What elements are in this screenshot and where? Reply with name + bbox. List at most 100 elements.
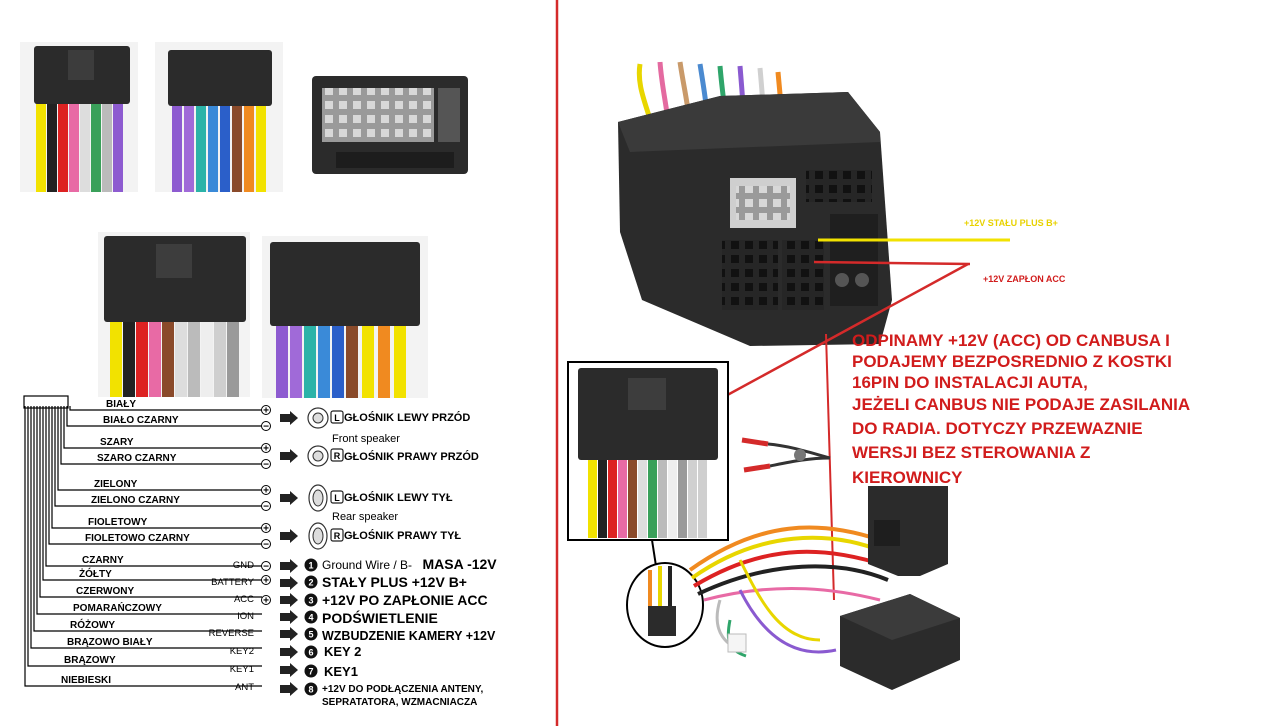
function-8-line-1: +12V DO PODŁĄCZENIA ANTENY, <box>322 684 483 695</box>
wire-label-6: ZIELONO CZARNY <box>91 495 180 506</box>
number-badge-label-7: 7 <box>308 667 313 677</box>
wire-line-13 <box>33 406 262 632</box>
function-8-line-2: SEPRATATORA, WZMACNIACZA <box>322 697 477 708</box>
number-badge-label-2: 2 <box>308 578 313 588</box>
arrow-icon <box>280 529 298 543</box>
pointer-line-to-canbus <box>825 333 835 601</box>
number-badge-7 <box>304 664 318 678</box>
pliers-icon <box>741 437 831 473</box>
polarity-sign-4 <box>261 459 271 469</box>
wire-line-16 <box>24 406 262 687</box>
note-line-4: JEŻELI CANBUS NIE PODAJE ZASILANIA <box>852 395 1190 414</box>
polarity-glyph-3: + <box>263 444 269 455</box>
pin-code-3: ACC <box>234 594 254 605</box>
connector-photo-5 <box>262 236 428 398</box>
polarity-sign-10 <box>261 575 271 585</box>
arrow-icon <box>280 411 298 425</box>
channel-badge <box>330 490 344 504</box>
connector-photo-2 <box>155 42 283 192</box>
note-line-1: ODPINAMY +12V (ACC) OD CANBUSA I <box>852 331 1170 350</box>
function-7-label: KEY1 <box>324 664 358 679</box>
wire-label-2: BIAŁO CZARNY <box>103 415 179 426</box>
wire-label-1: BIAŁY <box>106 399 136 410</box>
wire-line-10 <box>42 406 262 581</box>
wire-label-14: BRĄZOWO BIAŁY <box>67 637 153 648</box>
wire-bundle <box>276 316 406 398</box>
number-badge-label-4: 4 <box>308 613 313 623</box>
connector-body <box>578 368 718 460</box>
channel-letter: L <box>334 413 340 423</box>
polarity-glyph-8: − <box>263 540 269 551</box>
note-line-3: 16PIN DO INSTALACJI AUTA, <box>852 373 1088 392</box>
wire-label-12: POMARAŃCZOWY <box>73 601 162 614</box>
connector-photo-4 <box>98 232 250 397</box>
polarity-glyph-9: − <box>263 562 269 573</box>
arrow-icon <box>280 645 298 659</box>
channel-letter: R <box>334 451 341 461</box>
wire-line-11 <box>39 406 262 598</box>
number-badge-4 <box>304 610 318 624</box>
function-4-label: PODŚWIETLENIE <box>322 609 438 626</box>
b-plus-label: +12V STAŁU PLUS B+ <box>964 218 1058 228</box>
canbus-plug <box>868 486 948 576</box>
note-line-5: DO RADIA. DOTYCZY PRZEWAZNIE <box>852 419 1143 438</box>
wire-line-1 <box>69 406 265 411</box>
wire-line-14 <box>30 406 262 649</box>
channel-letter: R <box>334 531 341 541</box>
wire-line-8 <box>48 406 265 545</box>
polarity-sign-5 <box>261 485 271 495</box>
channel-badge <box>330 528 344 542</box>
function-1-label: Ground Wire / B- MASA -12V <box>322 556 497 573</box>
wire-line-3 <box>63 406 265 449</box>
pin-code-2: BATTERY <box>211 577 255 588</box>
speaker-rear-right-label: GŁOŚNIK PRAWY TYŁ <box>344 529 461 542</box>
polarity-glyph-7: + <box>263 524 269 535</box>
quadlock-connector <box>618 92 892 346</box>
pin-code-4: ION <box>237 611 254 622</box>
pin-code-1: GND <box>233 560 254 571</box>
legend-arrows <box>280 411 298 696</box>
quadlock-pin-block-middle <box>782 240 824 310</box>
polarity-glyph-1: + <box>263 406 269 417</box>
channel-badge <box>330 410 344 424</box>
polarity-sign-11 <box>261 595 271 605</box>
wire-line-12 <box>36 406 262 615</box>
wire-bundle <box>36 100 123 192</box>
arrow-icon <box>280 559 298 573</box>
polarity-sign-2 <box>261 421 271 431</box>
wire-label-8: FIOLETOWO CZARNY <box>85 533 190 544</box>
speaker-icon <box>307 407 329 429</box>
speaker-rear-left-label: GŁOŚNIK LEWY TYŁ <box>344 491 453 504</box>
wire-bundle <box>588 450 707 538</box>
polarity-sign-1 <box>261 405 271 415</box>
function-1-main: MASA -12V <box>422 556 497 572</box>
speaker-icon <box>308 484 328 512</box>
arrow-icon <box>280 491 298 505</box>
front-speaker-caption: Front speaker <box>332 433 400 445</box>
connector-body <box>270 242 420 326</box>
polarity-sign-7 <box>261 523 271 533</box>
number-badge-label-1: 1 <box>308 561 313 571</box>
connector-body <box>104 236 246 322</box>
rear-speaker-caption: Rear speaker <box>332 511 398 523</box>
number-badge-6 <box>304 645 318 659</box>
acc-wire <box>813 260 971 266</box>
number-badge-label-3: 3 <box>308 596 313 606</box>
note-line-7: KIEROWNICY <box>852 468 963 487</box>
arrow-icon <box>280 593 298 607</box>
legend-polarity-signs: +−+−+−+−−++ <box>261 405 271 607</box>
wire-label-3: SZARY <box>100 437 134 448</box>
number-badge-label-5: 5 <box>308 630 313 640</box>
pin-code-6: KEY2 <box>230 646 254 657</box>
annotation-note: ODPINAMY +12V (ACC) OD CANBUSA I PODAJEM… <box>852 331 1190 487</box>
wire-line-7 <box>51 406 265 529</box>
number-badge-8 <box>304 682 318 696</box>
wire-line-6 <box>54 406 265 507</box>
callout-line <box>651 539 657 567</box>
wire-label-11: CZERWONY <box>76 586 134 597</box>
